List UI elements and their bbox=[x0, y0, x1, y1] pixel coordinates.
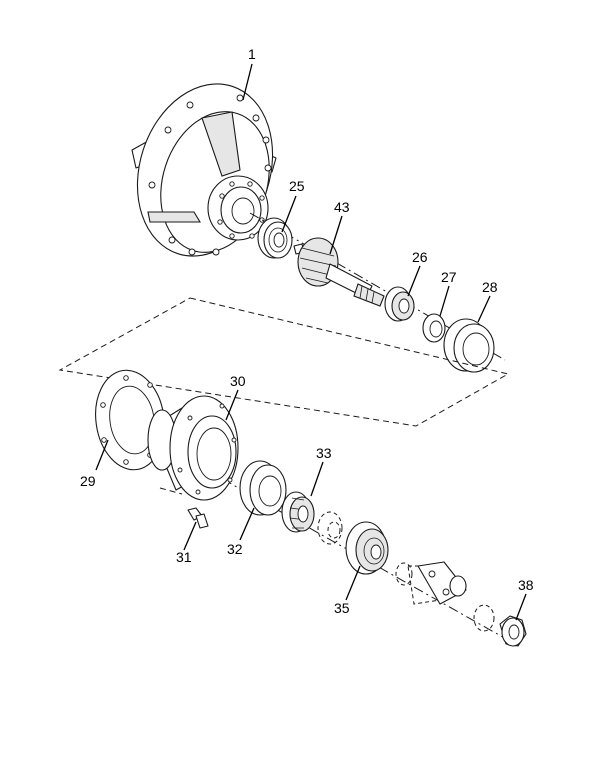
bearing-cup-part-28 bbox=[443, 318, 495, 373]
callout-32: 32 bbox=[227, 541, 243, 557]
bolt-part-31 bbox=[187, 507, 209, 529]
carrier-part-30 bbox=[147, 395, 239, 501]
callout-25: 25 bbox=[289, 178, 305, 194]
leader-30 bbox=[225, 389, 239, 421]
gear-part-35 bbox=[345, 521, 389, 575]
carrier-dash-link bbox=[159, 487, 183, 495]
spacer-part-27 bbox=[422, 313, 446, 343]
callout-43: 43 bbox=[334, 199, 350, 215]
phantom-washer bbox=[473, 604, 495, 632]
bearing-part-33 bbox=[281, 491, 315, 533]
phantom-spacer bbox=[317, 511, 343, 545]
callout-1: 1 bbox=[248, 46, 256, 62]
callout-33: 33 bbox=[316, 445, 332, 461]
leader-38 bbox=[515, 593, 527, 621]
bearing-cup-part-32 bbox=[239, 460, 287, 516]
callout-30: 30 bbox=[230, 373, 246, 389]
bearing-part-26 bbox=[384, 286, 415, 322]
callout-38: 38 bbox=[518, 577, 534, 593]
leader-35 bbox=[345, 565, 361, 601]
callout-29: 29 bbox=[80, 473, 96, 489]
leader-29 bbox=[95, 439, 109, 471]
flange-yoke bbox=[395, 561, 467, 605]
pinion-gear-part-43 bbox=[293, 237, 385, 307]
leader-25 bbox=[281, 195, 297, 233]
gasket-part-29 bbox=[95, 369, 165, 471]
leader-26 bbox=[407, 265, 421, 297]
assembly-outline bbox=[58, 297, 510, 427]
housing-part-1 bbox=[131, 83, 277, 257]
leader-32 bbox=[239, 507, 255, 541]
leader-1 bbox=[242, 63, 253, 101]
leader-28 bbox=[477, 295, 491, 323]
leader-33 bbox=[310, 461, 324, 497]
bearing-part-25 bbox=[257, 217, 293, 259]
nut-part-38 bbox=[499, 615, 527, 647]
leader-27 bbox=[439, 285, 450, 317]
callout-35: 35 bbox=[334, 600, 350, 616]
leader-31 bbox=[183, 521, 197, 551]
callout-28: 28 bbox=[482, 279, 498, 295]
callout-27: 27 bbox=[441, 269, 457, 285]
leader-43 bbox=[329, 215, 343, 255]
callout-26: 26 bbox=[412, 249, 428, 265]
callout-31: 31 bbox=[176, 549, 192, 565]
